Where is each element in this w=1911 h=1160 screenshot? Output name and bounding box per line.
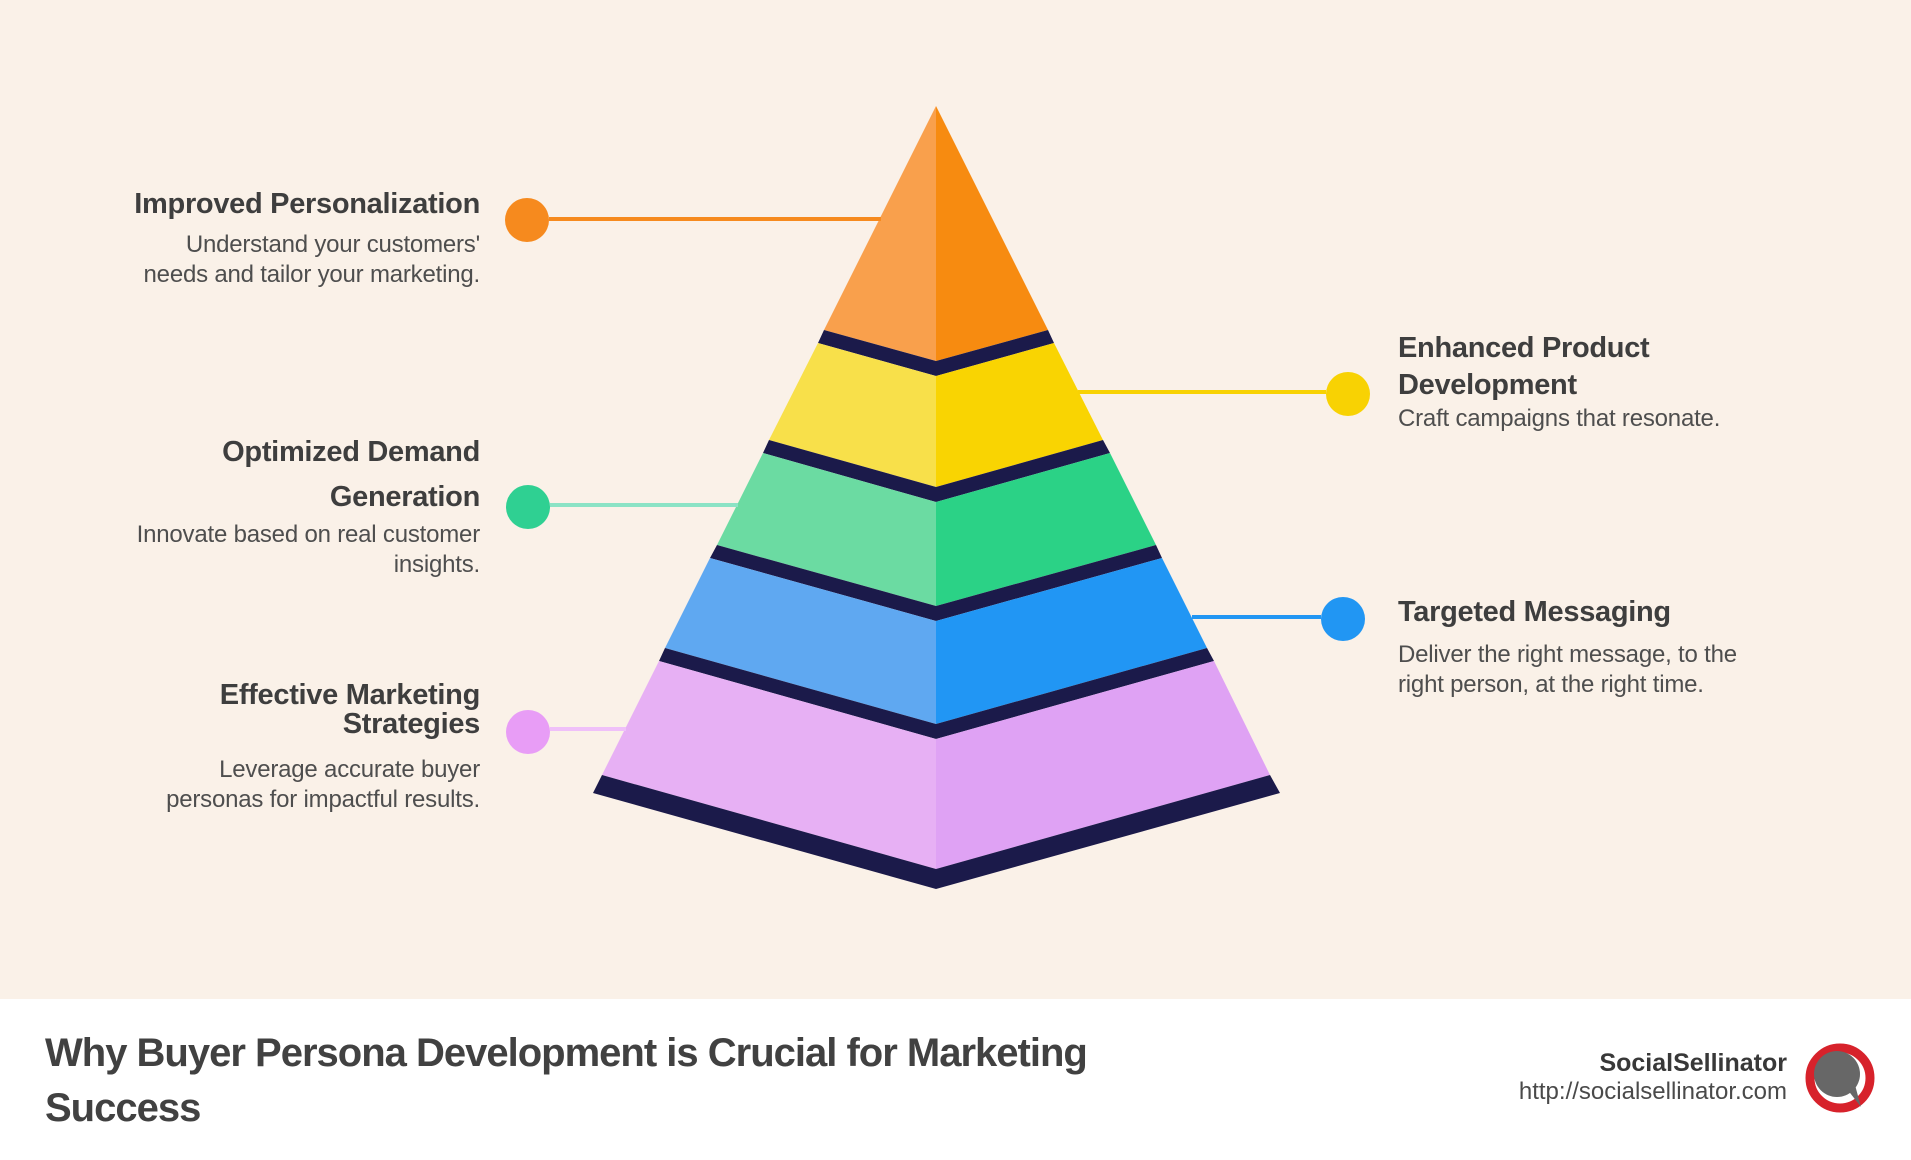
dot-icon-effective-marketing — [506, 710, 550, 754]
pyramid-level-1-right-face — [936, 106, 1048, 361]
callout-description: Leverage accurate buyer personas for imp… — [166, 756, 480, 813]
callout-description: Deliver the right message, to the right … — [1398, 641, 1737, 698]
callout-improved-personalization: Improved Personalization Understand your… — [60, 186, 480, 290]
brand-url: http://socialsellinator.com — [1518, 1078, 1787, 1105]
pyramid-level-5-left-face — [602, 661, 936, 869]
logo-ring — [1805, 1043, 1875, 1113]
pyramid-level-3-right-face — [936, 453, 1156, 606]
pyramid-separator-band-2 — [763, 440, 1110, 502]
logo-speech-bubble — [1814, 1051, 1860, 1097]
callout-heading: Targeted Messaging — [1398, 596, 1671, 628]
callout-heading: Enhanced Product Development — [1398, 332, 1650, 401]
callout-heading: Effective Marketing Strategies — [219, 679, 481, 740]
dot-icon-optimized-demand — [506, 485, 550, 529]
brand-name: SocialSellinator — [1599, 1049, 1787, 1077]
callout-description: Craft campaigns that resonate. — [1398, 405, 1721, 432]
callout-effective-marketing-strategies: Effective Marketing Strategies Leverage … — [60, 681, 480, 815]
callout-description: Understand your customers' needs and tai… — [143, 231, 481, 288]
pyramid-level-4-left-face — [665, 558, 936, 724]
callout-description: Innovate based on real customer insights… — [136, 521, 481, 578]
pyramid-separator-band-1 — [818, 330, 1054, 376]
brand-block: SocialSellinator http://socialsellinator… — [1519, 1050, 1787, 1106]
callout-optimized-demand-generation: Optimized Demand Generation Innovate bas… — [60, 430, 481, 580]
dot-icon-targeted-messaging — [1321, 597, 1365, 641]
pyramid-level-2-right-face — [936, 343, 1103, 487]
pyramid-separator-band-3 — [710, 545, 1162, 621]
callout-targeted-messaging: Targeted Messaging Deliver the right mes… — [1398, 594, 1818, 700]
callout-heading: Improved Personalization — [134, 188, 480, 220]
brand-logo-icon — [1805, 1043, 1875, 1113]
page-title: Why Buyer Persona Development is Crucial… — [45, 1031, 1088, 1130]
pyramid-level-2-left-face — [769, 343, 936, 487]
callout-heading: Optimized Demand Generation — [222, 436, 480, 513]
dot-icon-enhanced-product — [1326, 372, 1370, 416]
pyramid-level-3-left-face — [717, 453, 936, 606]
logo-speech-bubble-tail — [1847, 1085, 1861, 1107]
pyramid-level-1-left-face — [824, 106, 936, 361]
callout-enhanced-product-development: Enhanced Product Development Craft campa… — [1398, 330, 1818, 434]
pyramid-level-4-right-face — [936, 558, 1207, 724]
pyramid-level-5-right-face — [936, 661, 1270, 869]
footer-bar: Why Buyer Persona Development is Crucial… — [0, 999, 1911, 1160]
dot-icon-improved-personalization — [505, 198, 549, 242]
